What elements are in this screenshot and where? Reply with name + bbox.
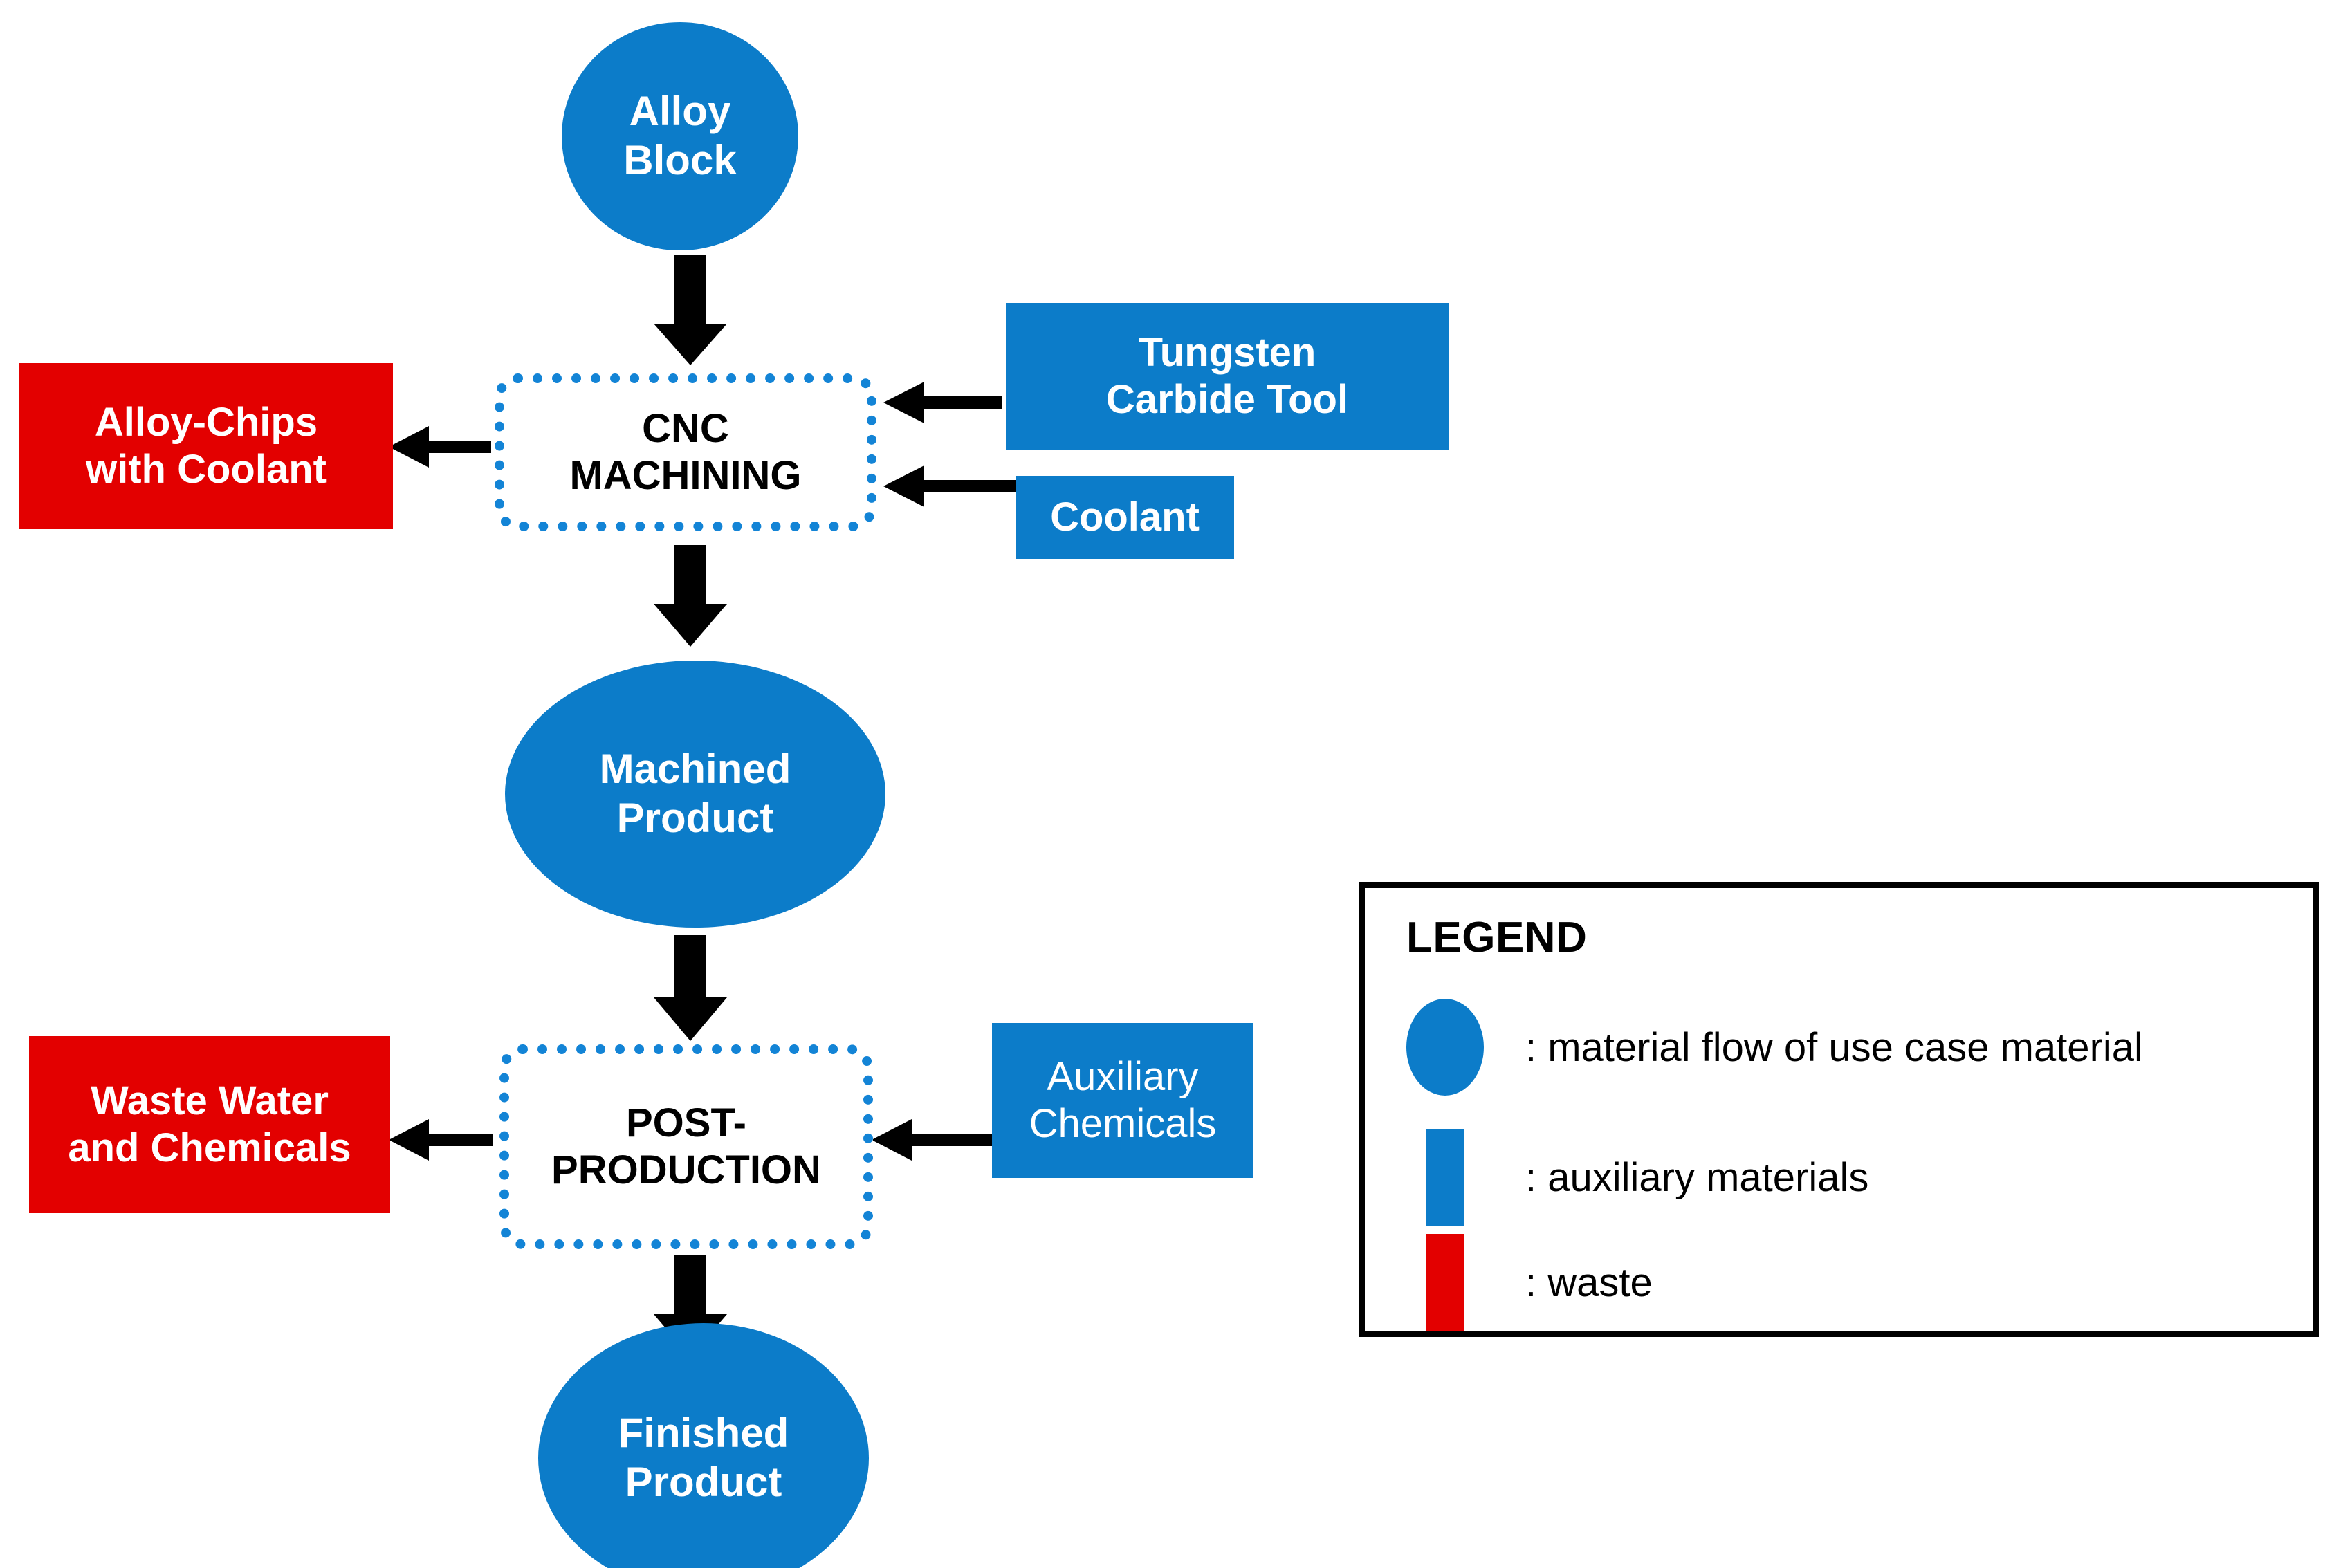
legend-item-auxiliary-materials: : auxiliary materials: [1426, 1129, 1868, 1226]
legend-box: LEGEND : material flow of use case mater…: [1359, 882, 2319, 1337]
node-finished-product-line2: Product: [625, 1459, 782, 1505]
node-machined-product-line2: Product: [616, 795, 774, 841]
arrow-cnc-to-machined-product: [654, 545, 727, 647]
arrow-auxiliary-chemicals-to-post-production: [872, 1119, 993, 1161]
node-cnc-machining-line1: CNC: [642, 405, 729, 451]
node-auxiliary-chemicals-line2: Chemicals: [1029, 1101, 1217, 1146]
node-waste-water-line2: and Chemicals: [68, 1125, 351, 1170]
node-coolant-line1: Coolant: [1050, 494, 1200, 539]
arrow-coolant-to-cnc: [883, 465, 1017, 507]
legend-item-waste: : waste: [1426, 1234, 1653, 1331]
node-auxiliary-chemicals-line1: Auxiliary: [1047, 1053, 1199, 1099]
node-post-production[interactable]: POST- PRODUCTION: [499, 1044, 873, 1249]
node-alloy-block-line2: Block: [623, 137, 737, 183]
node-machined-product[interactable]: Machined Product: [505, 661, 885, 928]
node-waste-water-line1: Waste Water: [91, 1078, 329, 1123]
legend-red-rect-icon: [1426, 1234, 1464, 1331]
legend-ellipse-icon: [1406, 999, 1484, 1096]
arrow-post-production-to-waste-water: [389, 1119, 493, 1161]
legend-item-auxiliary-materials-label: : auxiliary materials: [1525, 1154, 1869, 1200]
legend-item-material-flow: : material flow of use case material: [1406, 999, 2143, 1096]
arrow-alloy-block-to-cnc: [654, 255, 727, 365]
legend-item-waste-label: : waste: [1525, 1260, 1653, 1305]
node-tungsten-tool-line2: Carbide Tool: [1105, 377, 1349, 422]
arrow-machined-product-to-post-production: [654, 935, 727, 1041]
node-post-production-line1: POST-: [625, 1100, 746, 1145]
node-machined-product-line1: Machined: [599, 746, 791, 793]
legend-blue-rect-icon: [1426, 1129, 1464, 1226]
node-coolant[interactable]: Coolant: [1016, 476, 1234, 559]
node-post-production-line2: PRODUCTION: [551, 1147, 821, 1192]
node-alloy-chips-line2: with Coolant: [86, 447, 327, 492]
node-alloy-block-line1: Alloy: [629, 88, 731, 135]
node-tungsten-carbide-tool[interactable]: Tungsten Carbide Tool: [1006, 303, 1449, 450]
node-alloy-block[interactable]: Alloy Block: [562, 22, 798, 250]
legend-title: LEGEND: [1406, 914, 1588, 961]
node-cnc-machining-line2: MACHINING: [569, 453, 802, 498]
node-alloy-chips-with-coolant[interactable]: Alloy-Chips with Coolant: [19, 363, 393, 529]
node-auxiliary-chemicals[interactable]: Auxiliary Chemicals: [992, 1023, 1253, 1178]
node-tungsten-tool-line1: Tungsten: [1138, 329, 1316, 375]
node-alloy-chips-line1: Alloy-Chips: [94, 399, 318, 445]
node-cnc-machining[interactable]: CNC MACHINING: [495, 373, 876, 531]
legend-item-material-flow-label: : material flow of use case material: [1525, 1024, 2143, 1070]
arrow-tungsten-tool-to-cnc: [883, 382, 1002, 423]
node-waste-water-and-chemicals[interactable]: Waste Water and Chemicals: [29, 1036, 390, 1213]
node-finished-product-line1: Finished: [618, 1410, 789, 1457]
arrow-cnc-to-alloy-chips: [389, 426, 491, 468]
node-finished-product[interactable]: Finished Product: [538, 1323, 869, 1568]
